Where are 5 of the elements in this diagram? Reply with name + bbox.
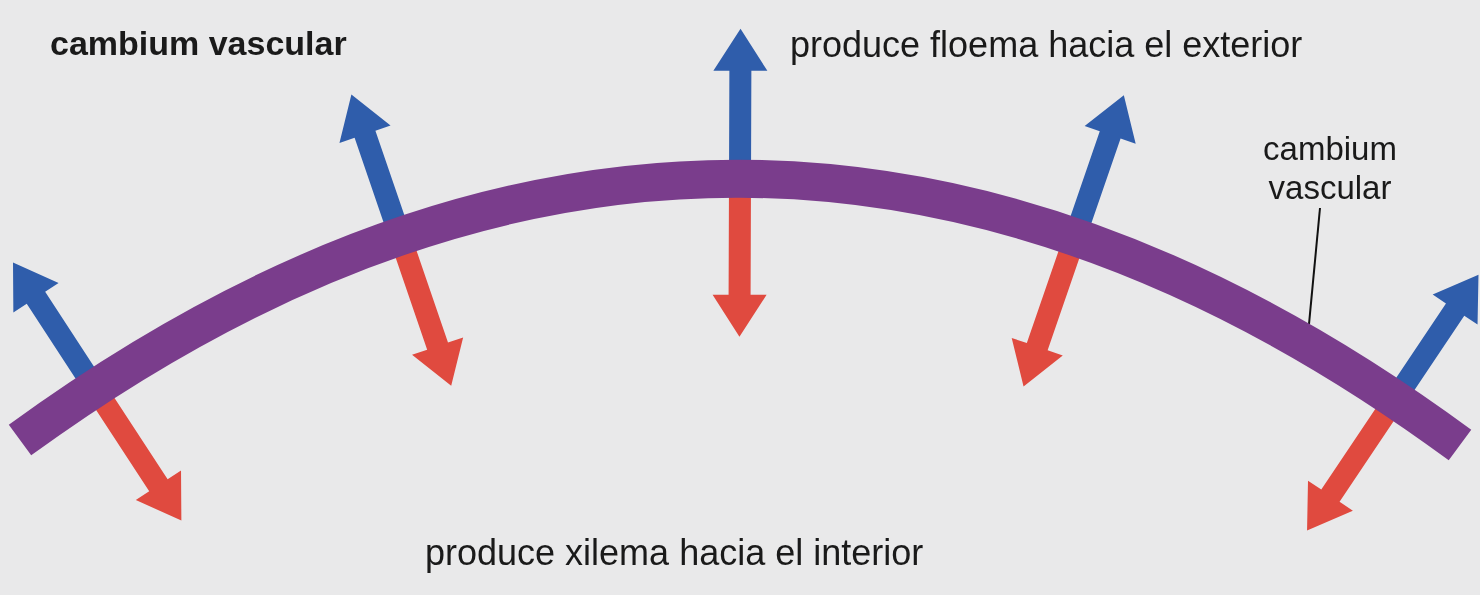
node-label: cambium vascular bbox=[1262, 128, 1398, 208]
annotation-label: produce xilema hacia el interior bbox=[425, 531, 924, 575]
title: cambium vascular bbox=[50, 23, 347, 64]
annotation-label: produce floema hacia el exterior bbox=[790, 23, 1303, 67]
leader-line bbox=[1307, 207, 1321, 326]
